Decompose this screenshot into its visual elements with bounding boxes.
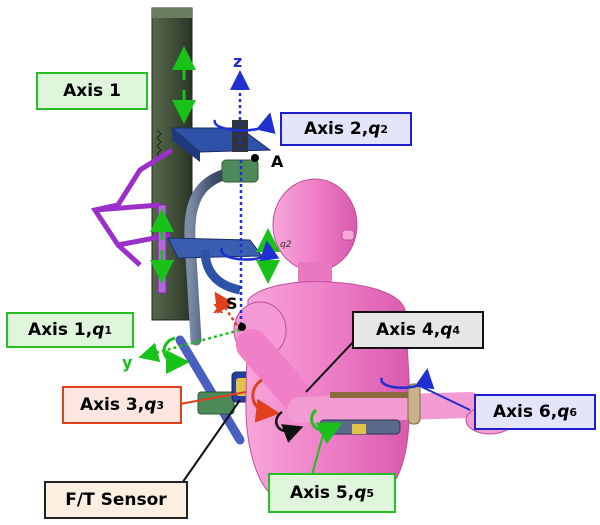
top-bracket (170, 120, 272, 162)
axis2b-rotation-arc (220, 240, 280, 262)
z-axis-label: z (233, 52, 243, 71)
axis1q-rotation-arc (162, 336, 190, 374)
point-a-dot (251, 154, 259, 162)
leader-axis3 (179, 391, 247, 405)
point-s-label: S (226, 294, 238, 313)
axis4-rotation-arc (275, 410, 304, 443)
axis3-rotation-arc (251, 378, 280, 423)
y-axis-label: y (122, 353, 133, 372)
q2-small-label: q2 (280, 240, 292, 250)
leader-axis4 (305, 339, 356, 393)
point-s-dot (238, 323, 246, 331)
axis2-rotation-arc (213, 112, 276, 135)
leader-ft (179, 399, 241, 487)
x-axis-label: x (213, 298, 224, 317)
axis6-rotation-arc (380, 368, 435, 390)
axis1-label: Axis 1 (36, 72, 148, 110)
leader-axis6 (419, 385, 471, 411)
x-axis-arrow (214, 291, 242, 331)
point-a-label: A (271, 152, 284, 171)
ft-sensor-label: F/T Sensor (44, 481, 188, 519)
leader-axis5 (311, 427, 326, 476)
axis5-rotation-arc (310, 408, 343, 445)
